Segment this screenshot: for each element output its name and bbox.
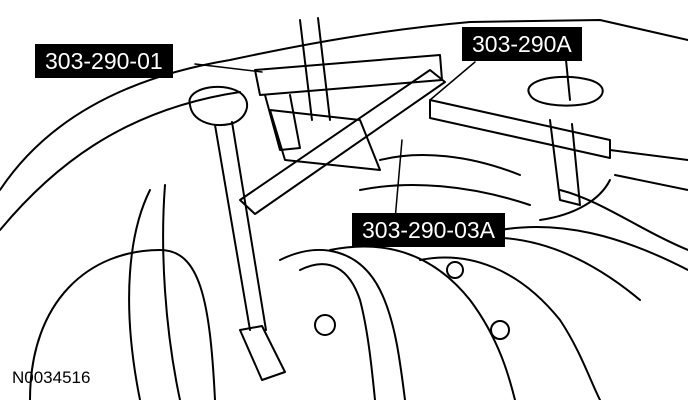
callout-303-290A: 303-290A [462,27,582,61]
main-beam [429,99,611,159]
callout-303-290-03A: 303-290-03A [352,213,505,247]
fender-inner [0,91,241,231]
fender-outline [0,19,688,191]
leader-303-290-03A [394,139,403,221]
leader-303-290A [429,61,476,101]
callout-303-290-01: 303-290-01 [35,44,173,78]
cross-tube [239,69,446,215]
tool-handle [188,85,248,126]
intake-runner [279,249,406,401]
wheel-well [29,249,216,401]
support-bracket [254,54,443,96]
leader-303-290-01 [194,63,263,73]
tool-rod [214,121,267,331]
figure-id: N0034516 [12,368,91,387]
